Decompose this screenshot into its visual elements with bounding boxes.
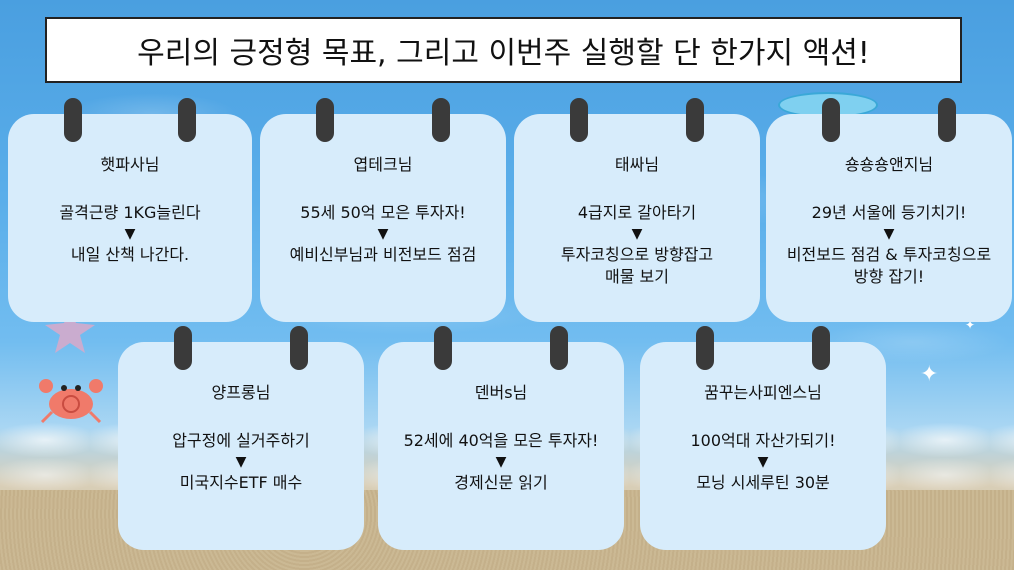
goal-text: 100억대 자산가되기! xyxy=(690,431,836,450)
goal-card: 숑숑숑앤지님 29년 서울에 등기치기! ▼ 비전보드 점검 & 투자코칭으로 … xyxy=(766,98,1012,322)
down-arrow-icon: ▼ xyxy=(631,226,643,242)
sparkle-icon: ✦ xyxy=(965,318,976,332)
action-text: 내일 산책 나간다. xyxy=(70,245,190,264)
page-title: 우리의 긍정형 목표, 그리고 이번주 실행할 단 한가지 액션! xyxy=(137,36,870,71)
goal-card: 꿈꾸는사피엔스님 100억대 자산가되기! ▼ 모닝 시세루틴 30분 xyxy=(640,326,886,550)
goal-text: 4급지로 갈아타기 xyxy=(577,203,697,222)
binder-ring xyxy=(290,326,308,370)
action-text: 비전보드 점검 & 투자코칭으로 방향 잡기! xyxy=(786,245,992,286)
goal-card: 양프롱님 압구정에 실거주하기 ▼ 미국지수ETF 매수 xyxy=(118,326,364,550)
binder-ring xyxy=(174,326,192,370)
action-text: 투자코칭으로 방향잡고 매물 보기 xyxy=(560,245,714,286)
binder-ring xyxy=(64,98,82,142)
action-text: 모닝 시세루틴 30분 xyxy=(696,473,830,492)
goal-card: 엽테크님 55세 50억 모은 투자자! ▼ 예비신부님과 비전보드 점검 xyxy=(260,98,506,322)
goal-card: 태싸님 4급지로 갈아타기 ▼ 투자코칭으로 방향잡고 매물 보기 xyxy=(514,98,760,322)
member-name: 양프롱님 xyxy=(211,383,271,402)
binder-ring xyxy=(822,98,840,142)
member-name: 태싸님 xyxy=(614,155,660,174)
down-arrow-icon: ▼ xyxy=(757,454,769,470)
member-name: 꿈꾸는사피엔스님 xyxy=(704,383,822,402)
binder-ring xyxy=(550,326,568,370)
member-name: 숑숑숑앤지님 xyxy=(844,155,934,174)
goal-text: 압구정에 실거주하기 xyxy=(172,431,310,450)
action-text: 미국지수ETF 매수 xyxy=(179,473,303,492)
binder-ring xyxy=(316,98,334,142)
down-arrow-icon: ▼ xyxy=(235,454,247,470)
binder-ring xyxy=(938,98,956,142)
binder-ring xyxy=(812,326,830,370)
sparkle-icon: ✦ xyxy=(920,362,939,387)
action-text: 예비신부님과 비전보드 점검 xyxy=(289,245,477,264)
binder-ring xyxy=(178,98,196,142)
binder-ring xyxy=(432,98,450,142)
binder-ring xyxy=(434,326,452,370)
goal-text: 골격근량 1KG늘린다 xyxy=(59,203,201,222)
down-arrow-icon: ▼ xyxy=(495,454,507,470)
member-name: 엽테크님 xyxy=(353,155,413,174)
goal-text: 55세 50억 모은 투자자! xyxy=(300,203,466,222)
binder-ring xyxy=(686,98,704,142)
crab-icon xyxy=(39,379,103,424)
title-banner: 우리의 긍정형 목표, 그리고 이번주 실행할 단 한가지 액션! xyxy=(45,17,962,83)
goal-text: 29년 서울에 등기치기! xyxy=(811,203,967,222)
binder-ring xyxy=(570,98,588,142)
goal-text: 52세에 40억을 모은 투자자! xyxy=(403,431,599,450)
goal-card: 햇파사님 골격근량 1KG늘린다 ▼ 내일 산책 나간다. xyxy=(8,98,252,322)
member-name: 덴버s님 xyxy=(474,383,528,402)
down-arrow-icon: ▼ xyxy=(124,226,136,242)
goal-card: 덴버s님 52세에 40억을 모은 투자자! ▼ 경제신문 읽기 xyxy=(378,326,624,550)
binder-ring xyxy=(696,326,714,370)
down-arrow-icon: ▼ xyxy=(883,226,895,242)
starfish-icon xyxy=(45,307,95,353)
action-text: 경제신문 읽기 xyxy=(454,473,548,492)
member-name: 햇파사님 xyxy=(100,155,160,174)
down-arrow-icon: ▼ xyxy=(377,226,389,242)
